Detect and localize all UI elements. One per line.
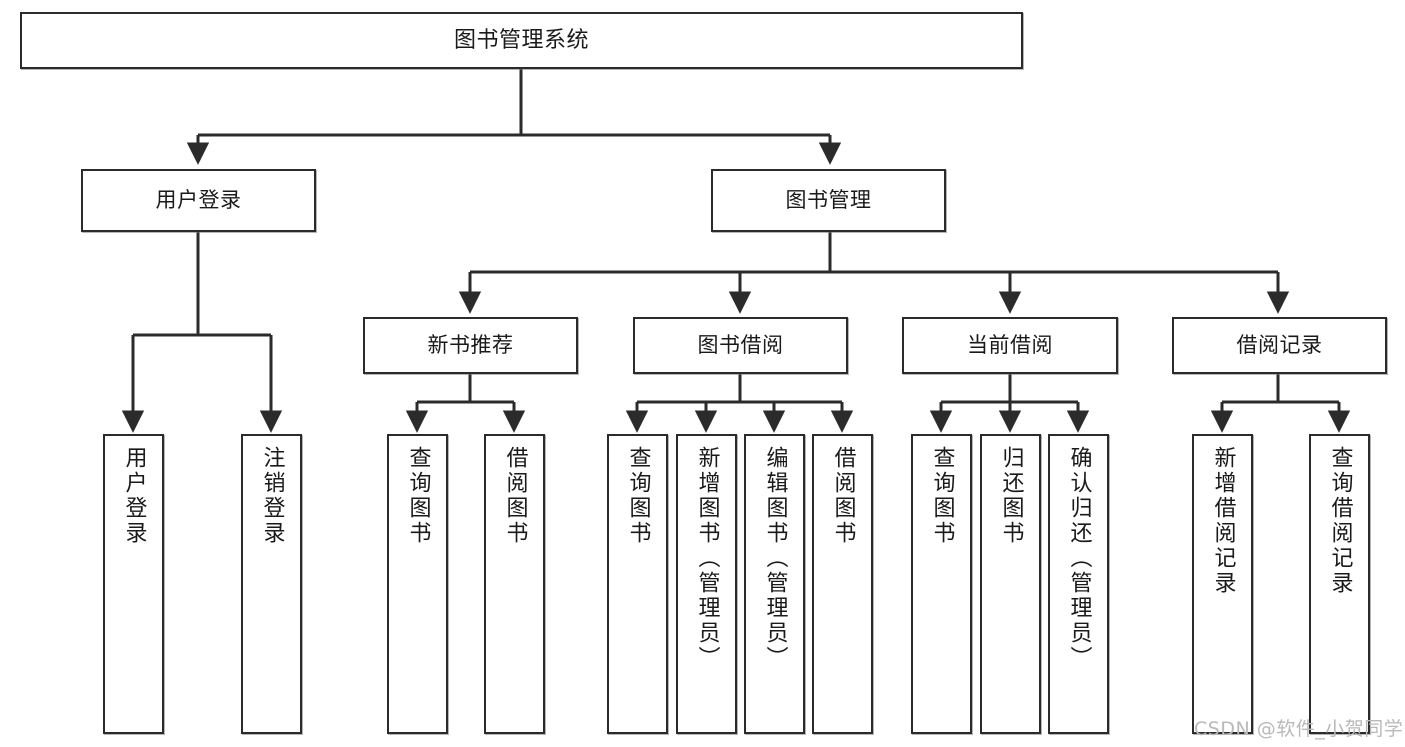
node-label: 查询图书: [929, 446, 955, 546]
node-label: 当前借阅: [967, 333, 1053, 358]
node-label: 确认归还（管理员）: [1066, 446, 1092, 671]
node-borrow-record[interactable]: 借阅记录: [1172, 317, 1387, 374]
node-leaf-add-borrow-record[interactable]: 新增借阅记录: [1192, 434, 1253, 734]
node-label: 查询图书: [625, 446, 651, 546]
node-book-borrow[interactable]: 图书借阅: [633, 317, 848, 374]
node-leaf-query-borrow-record[interactable]: 查询借阅记录: [1309, 434, 1370, 734]
node-leaf-confirm-return[interactable]: 确认归还（管理员）: [1048, 434, 1109, 734]
node-book-management[interactable]: 图书管理: [711, 169, 946, 232]
node-label: 注销登录: [259, 446, 285, 546]
node-label: 图书借阅: [697, 333, 784, 358]
node-leaf-edit-book[interactable]: 编辑图书（管理员）: [744, 434, 805, 734]
node-leaf-borrow-book-1[interactable]: 借阅图书: [484, 434, 545, 734]
node-label: 新增借阅记录: [1210, 446, 1236, 596]
node-label: 编辑图书（管理员）: [762, 446, 788, 671]
node-label: 借阅记录: [1236, 333, 1323, 358]
node-label: 归还图书: [998, 446, 1024, 546]
node-label: 新书推荐: [427, 333, 514, 358]
node-label: 用户登录: [155, 188, 242, 213]
node-leaf-user-login[interactable]: 用户登录: [103, 434, 164, 734]
node-label: 查询图书: [405, 446, 431, 546]
node-leaf-query-book-3[interactable]: 查询图书: [911, 434, 972, 734]
node-new-book-recommendation[interactable]: 新书推荐: [363, 317, 578, 374]
node-leaf-add-book[interactable]: 新增图书（管理员）: [676, 434, 737, 734]
node-leaf-query-book-2[interactable]: 查询图书: [607, 434, 668, 734]
node-label: 查询借阅记录: [1327, 446, 1353, 596]
node-label: 借阅图书: [830, 446, 856, 546]
node-current-borrow[interactable]: 当前借阅: [902, 317, 1118, 374]
node-root-book-management-system[interactable]: 图书管理系统: [20, 12, 1023, 69]
node-leaf-logout[interactable]: 注销登录: [241, 434, 302, 734]
node-label: 借阅图书: [502, 446, 528, 546]
node-leaf-query-book-1[interactable]: 查询图书: [387, 434, 448, 734]
node-label: 用户登录: [121, 446, 147, 546]
node-leaf-return-book[interactable]: 归还图书: [980, 434, 1041, 734]
node-label: 图书管理系统: [453, 27, 589, 53]
node-user-login[interactable]: 用户登录: [81, 169, 316, 232]
node-label: 新增图书（管理员）: [694, 446, 720, 671]
node-label: 图书管理: [785, 188, 872, 213]
node-leaf-borrow-book-2[interactable]: 借阅图书: [812, 434, 873, 734]
csdn-watermark: CSDN @软件_小贺同学: [1194, 718, 1404, 740]
